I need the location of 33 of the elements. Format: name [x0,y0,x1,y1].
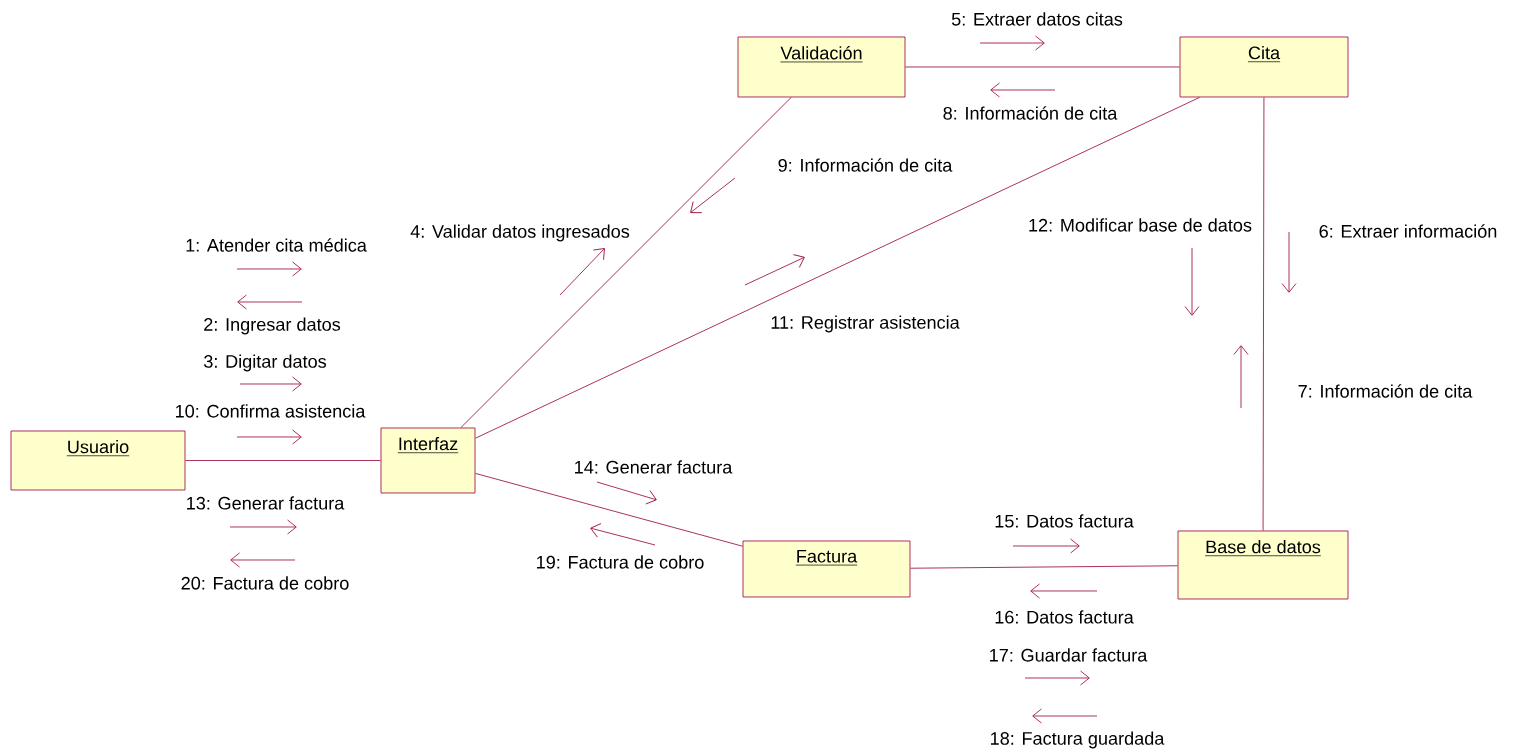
link-line [475,97,1200,439]
message-label: 11: Registrar asistencia [771,315,960,333]
message-label: 7: Información de cita [1298,384,1473,398]
link-line [1262,97,1265,531]
message-label: 10: Confirma asistencia [176,404,366,418]
message-label: 20: Factura de cobro [181,576,349,590]
message-label: 14: Generar factura [575,460,733,474]
class-box: Validación [737,36,906,98]
message-label: 18: Factura guardada [991,731,1165,749]
message-label: 1: Atender cita médica [186,238,367,252]
message-label: 12: Modificar base de datos [1029,218,1252,232]
message-label: 9: Información de cita [778,158,953,172]
message-label: 19: Factura de cobro [537,555,704,569]
message-label: 8: Información de cita [943,106,1118,120]
message-label: 13: Generar factura [187,496,345,510]
class-box: Factura [742,540,911,598]
class-box: Base de datos [1177,530,1349,600]
message-label: 3: Digitar datos [204,354,327,372]
class-box: Interfaz [380,427,476,494]
link-line [185,460,381,461]
message-label: 16: Datos factura [995,610,1134,624]
class-box: Usuario [10,430,186,491]
message-label: 15: Datos factura [995,514,1134,528]
class-box: Cita [1179,36,1349,98]
message-label: 5: Extraer datos citas [951,12,1123,26]
message-label: 2: Ingresar datos [204,317,341,335]
link-line [460,97,792,428]
link-line [910,565,1178,569]
message-label: 17: Guardar factura [990,648,1148,662]
message-label: 6: Extraer información [1319,224,1497,238]
link-line [905,66,1180,68]
message-label: 4: Validar datos ingresados [410,224,630,242]
link-line [475,473,743,547]
